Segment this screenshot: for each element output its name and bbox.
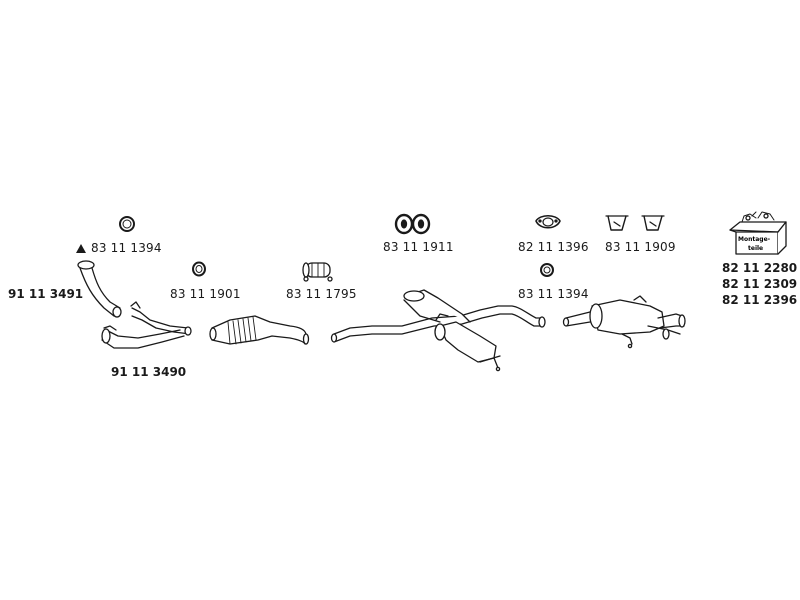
downpipe-part	[101, 301, 192, 349]
warning-triangle-icon	[76, 244, 86, 253]
gasket-part	[535, 214, 561, 229]
ring-center	[540, 263, 554, 277]
clamp-part	[302, 262, 333, 282]
rubber-ring-front	[119, 216, 135, 232]
label-kit-numbers: 82 11 2280 82 11 2309 82 11 2396	[722, 260, 797, 308]
kit-box-text-2: teile	[748, 245, 763, 252]
rear-muffler-part	[562, 295, 686, 349]
label-clamp: 83 11 1795	[286, 287, 357, 301]
mounting-kit-box	[729, 211, 787, 255]
label-downpipe: 91 11 3490	[111, 365, 187, 379]
label-gasket: 82 11 1396	[518, 240, 589, 254]
label-front-pipe: 91 11 3491	[8, 287, 84, 301]
label-ring-1901: 83 11 1901	[170, 287, 241, 301]
kit-number-2: 82 11 2309	[722, 277, 798, 291]
ring-1901	[192, 261, 206, 277]
bracket-pair-part	[605, 215, 665, 231]
label-center-ring: 83 11 1394	[518, 287, 589, 301]
front-pipe-part	[77, 260, 122, 318]
center-silencer-part	[330, 289, 546, 372]
catalytic-converter-part	[209, 315, 310, 345]
kit-box-text-1: Montage-	[738, 236, 771, 243]
label-hanger-pair: 83 11 1911	[383, 240, 454, 254]
kit-number-1: 82 11 2280	[722, 261, 798, 275]
label-bracket-pair: 83 11 1909	[605, 240, 676, 254]
hanger-pair-part	[394, 213, 431, 235]
label-front-ring: 83 11 1394	[76, 241, 162, 255]
kit-number-3: 82 11 2396	[722, 293, 798, 307]
